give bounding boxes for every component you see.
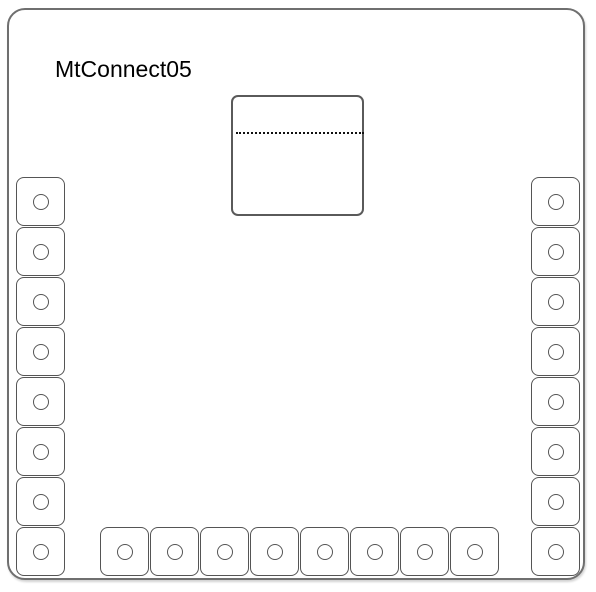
pad-hole <box>316 543 333 560</box>
right-pad <box>531 427 580 476</box>
board-title: MtConnect05 <box>55 56 192 82</box>
bottom-pad <box>450 527 499 576</box>
left-pad <box>16 427 65 476</box>
right-pad <box>531 177 580 226</box>
left-pad <box>16 327 65 376</box>
pad-hole <box>547 443 564 460</box>
left-pad <box>16 227 65 276</box>
pad-hole <box>32 343 49 360</box>
pad-hole <box>32 243 49 260</box>
pad-hole <box>547 393 564 410</box>
pad-hole <box>216 543 233 560</box>
bottom-pad <box>200 527 249 576</box>
pad-hole <box>416 543 433 560</box>
pad-hole <box>32 293 49 310</box>
bottom-pad <box>150 527 199 576</box>
pad-hole <box>547 193 564 210</box>
pad-hole <box>366 543 383 560</box>
pad-hole <box>32 493 49 510</box>
bottom-pad <box>250 527 299 576</box>
pad-hole <box>166 543 183 560</box>
pad-hole <box>547 293 564 310</box>
left-pad <box>16 177 65 226</box>
right-pad <box>531 227 580 276</box>
bottom-pad <box>400 527 449 576</box>
bottom-pad <box>350 527 399 576</box>
module-footprint <box>231 95 364 216</box>
left-pad <box>16 527 65 576</box>
right-pad <box>531 477 580 526</box>
pad-hole <box>547 543 564 560</box>
pad-hole <box>547 343 564 360</box>
pad-hole <box>547 493 564 510</box>
pad-hole <box>32 443 49 460</box>
bottom-pad <box>300 527 349 576</box>
pad-hole <box>547 243 564 260</box>
left-pad <box>16 277 65 326</box>
pad-hole <box>116 543 133 560</box>
bottom-pad <box>100 527 149 576</box>
right-pad <box>531 277 580 326</box>
right-pad <box>531 377 580 426</box>
pad-hole <box>466 543 483 560</box>
right-pad <box>531 527 580 576</box>
right-pad <box>531 327 580 376</box>
pad-hole <box>266 543 283 560</box>
left-pad <box>16 377 65 426</box>
pad-hole <box>32 193 49 210</box>
pad-hole <box>32 393 49 410</box>
pad-hole <box>32 543 49 560</box>
module-antenna-line <box>236 132 364 134</box>
board-outline <box>7 8 585 580</box>
left-pad <box>16 477 65 526</box>
